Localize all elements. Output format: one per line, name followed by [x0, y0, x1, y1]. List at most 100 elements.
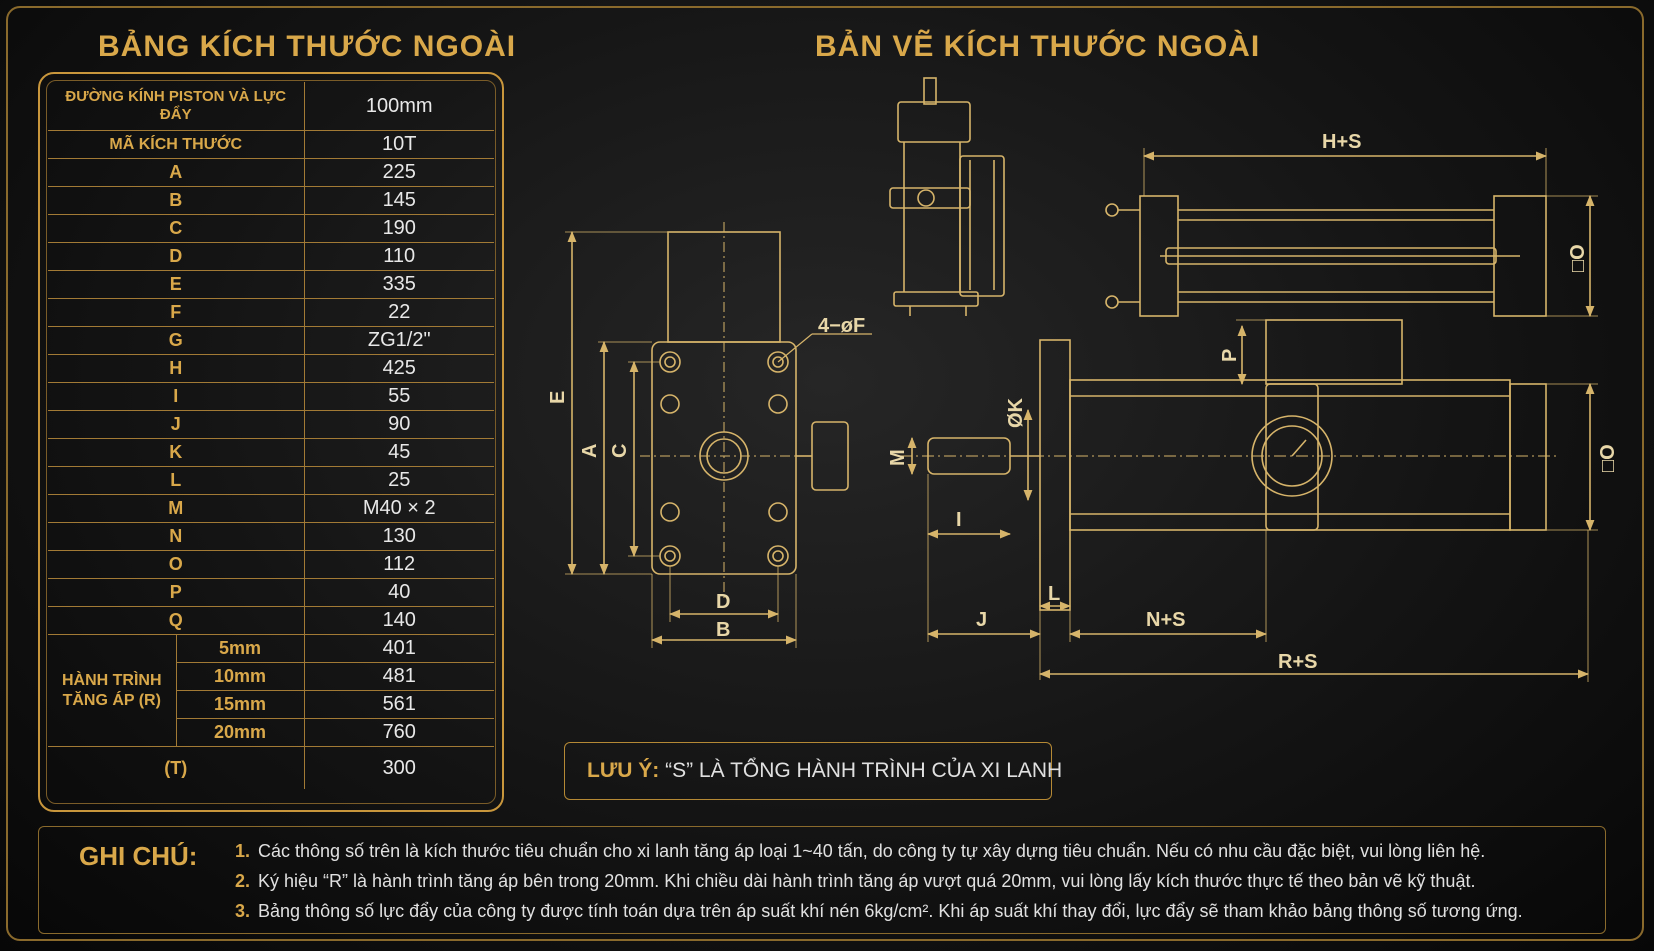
row-label: ĐƯỜNG KÍNH PISTON VÀ LỰC ĐẨY [48, 82, 305, 131]
row-value: 25 [304, 466, 494, 495]
table-row: (T) 300 [48, 746, 494, 789]
row-label: N [48, 522, 305, 551]
row-label: B [48, 186, 305, 215]
row-label: A [48, 158, 305, 187]
row-value: 90 [304, 410, 494, 439]
row-value: 425 [304, 354, 494, 383]
row-value: 190 [304, 214, 494, 243]
note-label: LƯU Ý: [587, 759, 660, 782]
stroke-label: 20mm [176, 718, 305, 747]
row-value: 100mm [304, 82, 494, 131]
row-value: 300 [382, 756, 416, 779]
label-O-top: □O [1567, 244, 1589, 272]
row-label: G [48, 326, 305, 355]
stroke-value: 561 [304, 690, 494, 719]
drawing-heading: BẢN VẼ KÍCH THƯỚC NGOÀI [815, 30, 1261, 63]
front-view [565, 222, 872, 648]
row-value: 335 [304, 270, 494, 299]
row-value: 45 [304, 438, 494, 467]
stroke-value: 481 [304, 662, 494, 691]
row-label: (T) [48, 746, 305, 789]
label-C: C [609, 444, 631, 458]
note-box: LƯU Ý: “S” LÀ TỔNG HÀNH TRÌNH CỦA XI LAN… [564, 742, 1062, 800]
row-value: 10T [304, 130, 494, 159]
row-value: 140 [304, 606, 494, 635]
table-heading: BẢNG KÍCH THƯỚC NGOÀI [98, 30, 517, 63]
row-value: 112 [304, 550, 494, 579]
row-value: 130 [304, 522, 494, 551]
top-view [1105, 148, 1598, 318]
stroke-value: 401 [304, 634, 494, 663]
row-value: 145 [304, 186, 494, 215]
row-value: 40 [304, 578, 494, 607]
row-label: MÃ KÍCH THƯỚC [48, 130, 305, 159]
label-L: L [1048, 583, 1060, 605]
note-line: LƯU Ý: “S” LÀ TỔNG HÀNH TRÌNH CỦA XI LAN… [587, 759, 1062, 783]
label-RS: R+S [1278, 651, 1317, 673]
label-M: M [887, 449, 909, 466]
row-label: L [48, 466, 305, 495]
row-value: ZG1/2" [304, 326, 494, 355]
dimension-labels: 4−øF E A C D B H+S □O P ØK M □O I J L N+… [547, 131, 1619, 673]
row-label: P [48, 578, 305, 607]
row-label: M [48, 494, 305, 523]
table-frame-inner [46, 80, 496, 804]
label-O-side: □O [1597, 444, 1619, 472]
notes-title: GHI CHÚ: [79, 841, 198, 871]
stroke-label: 10mm [176, 662, 305, 691]
row-label: I [48, 382, 305, 411]
row-label: E [48, 270, 305, 299]
row-label: H [48, 354, 305, 383]
row-value: M40 × 2 [304, 494, 494, 523]
table-row: MÃ KÍCH THƯỚC 10T [48, 130, 494, 159]
outer-frame [6, 6, 1644, 941]
row-label: D [48, 242, 305, 271]
notes-line-3: 3.Bảng thông số lực đẩy của công ty được… [235, 901, 1523, 921]
row-label: C [48, 214, 305, 243]
label-HS: H+S [1322, 131, 1361, 153]
notes-line-1: 1.Các thông số trên là kích thước tiêu c… [235, 841, 1486, 861]
table-frame [38, 72, 504, 812]
label-E: E [547, 391, 569, 404]
cylinder-isometric [889, 77, 1005, 316]
row-label: J [48, 410, 305, 439]
row-label: Q [48, 606, 305, 635]
label-NS: N+S [1146, 609, 1185, 631]
row-label: F [48, 298, 305, 327]
note-text: “S” LÀ TỔNG HÀNH TRÌNH CỦA XI LANH [665, 759, 1063, 782]
stroke-label: 5mm [176, 634, 305, 663]
row-label: K [48, 438, 305, 467]
notes-line-2: 2.Ký hiệu “R” là hành trình tăng áp bên … [235, 871, 1476, 891]
dimension-table: ĐƯỜNG KÍNH PISTON VÀ LỰC ĐẨY 100mm MÃ KÍ… [48, 82, 494, 789]
label-K: ØK [1005, 397, 1027, 428]
row-value: 55 [304, 382, 494, 411]
label-J: J [976, 609, 987, 631]
row-label: O [48, 550, 305, 579]
label-P: P [1219, 349, 1241, 362]
row-value: 22 [304, 298, 494, 327]
stroke-group-label: HÀNH TRÌNH TĂNG ÁP (R) [48, 634, 177, 747]
label-I: I [956, 509, 962, 531]
row-value: 110 [304, 242, 494, 271]
stroke-label: 15mm [176, 690, 305, 719]
